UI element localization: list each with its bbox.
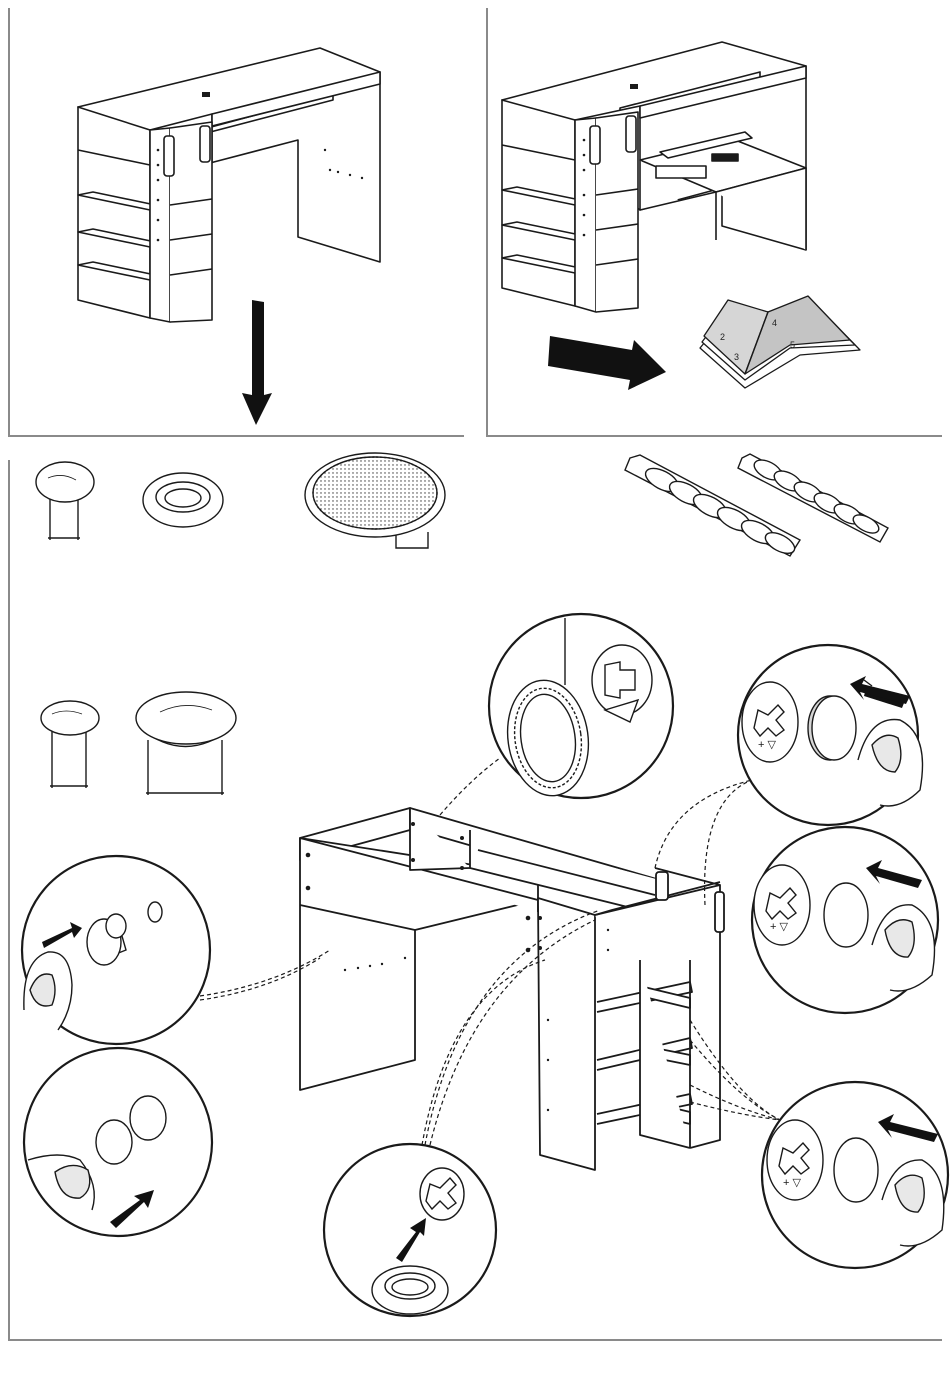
mushroom-cap-medium-icon: [41, 701, 99, 788]
round-dotted-cover-icon: [305, 453, 445, 548]
detail-screw-sticker-2: + ▽: [752, 827, 938, 1013]
detail-ring-cover-snap: [489, 614, 673, 801]
booklet-page-4: 4: [772, 318, 777, 328]
detail-press-sticker: [24, 1048, 212, 1236]
mushroom-cap-small-icon: [36, 462, 94, 540]
mushroom-cap-large-icon: [136, 692, 236, 795]
screw-marking-3: + ▽: [783, 1177, 801, 1189]
ring-cap-icon: [143, 473, 223, 527]
detail-press-cap: [22, 856, 210, 1044]
booklet-page-2: 2: [720, 332, 725, 342]
detail-ring-cap-screw: [324, 1144, 496, 1316]
booklet-page-3: 3: [734, 352, 739, 362]
right-arrow-icon: [548, 336, 666, 390]
loft-bed-frame-drawing: [78, 48, 380, 322]
loft-bed-with-desk-drawing: [502, 42, 806, 312]
booklet-page-5: 5: [790, 340, 795, 350]
detail-screw-sticker-3: + ▽: [762, 1082, 948, 1268]
bed-frame-main-drawing: [300, 808, 724, 1170]
screw-marking-1: + ▽: [758, 739, 776, 751]
detail-screw-sticker-1: + ▽: [738, 645, 923, 825]
screw-marking-2: + ▽: [770, 921, 788, 933]
down-arrow-icon: [242, 300, 272, 425]
instruction-booklet-icon: 2 3 4 5: [700, 296, 860, 388]
